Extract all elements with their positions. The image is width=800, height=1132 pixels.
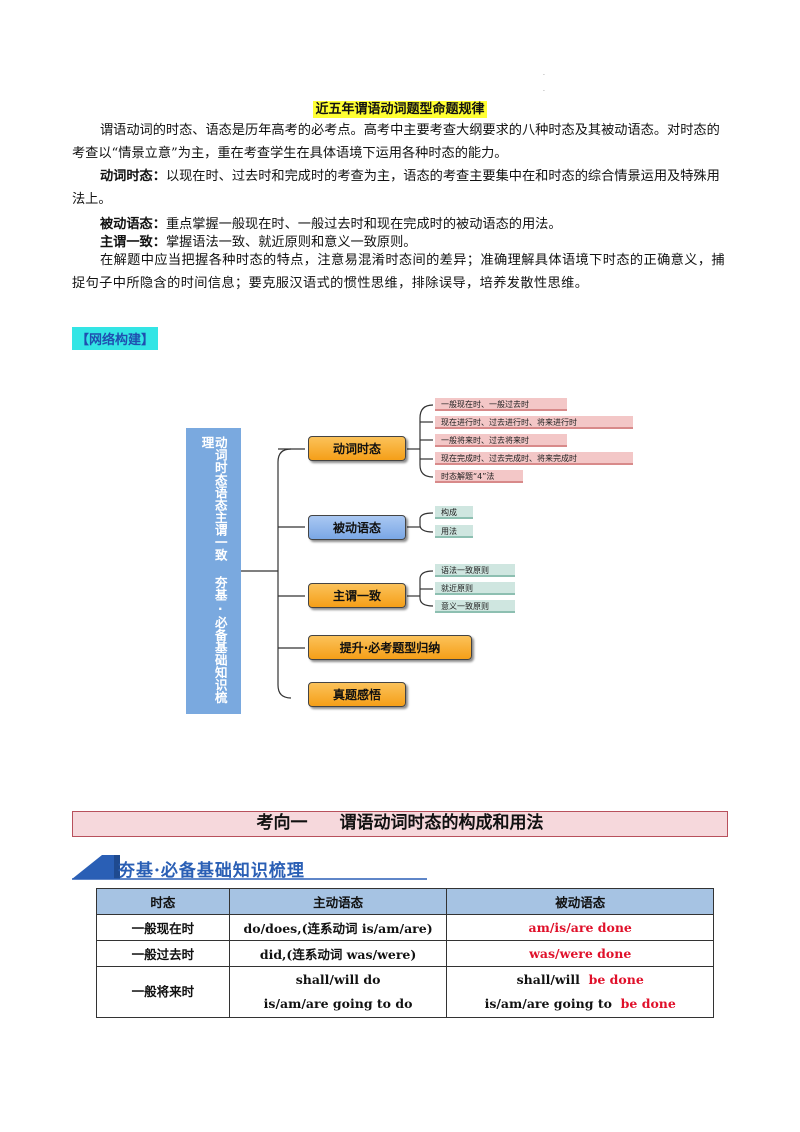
point-agreement: 主谓一致：掌握语法一致、就近原则和意义一致原则。	[100, 235, 417, 250]
subsection-banner-icon	[72, 855, 427, 880]
passive-ending: be done	[588, 972, 644, 987]
active-cell: did,(连系动词 was/were)	[228, 940, 448, 967]
point-label: 主谓一致	[100, 235, 153, 250]
point-text: 以现在时、过去时和完成时的考查为主，语态的考查主要集中在和时态的综合情景运用及特…	[72, 169, 720, 207]
table-row: 一般现在时 do/does,(连系动词 is/am/are) am/is/are…	[96, 914, 714, 941]
mindmap-node-practice: 提升·必考题型归纳	[308, 635, 472, 660]
mindmap-connectors	[241, 404, 434, 699]
mindmap-leaf: 用法	[435, 525, 473, 538]
active-cell: do/does,(连系动词 is/am/are)	[228, 914, 448, 941]
mindmap-leaf: 现在完成时、过去完成时、将来完成时	[435, 452, 633, 465]
passive-line: is/am/are going to be done	[447, 992, 713, 1016]
point-label: 被动语态	[100, 217, 153, 232]
header-mark: .	[543, 70, 545, 77]
tense-cell: 一般现在时	[96, 914, 230, 941]
point-text: 重点掌握一般现在时、一般过去时和现在完成时的被动语态的用法。	[165, 217, 562, 232]
point-text: 掌握语法一致、就近原则和意义一致原则。	[165, 235, 417, 250]
column-header: 被动语态	[446, 888, 714, 915]
active-cell: shall/will do is/am/are going to do	[228, 966, 448, 1018]
mindmap-leaf: 现在进行时、过去进行时、将来进行时	[435, 416, 633, 429]
mindmap-leaf: 一般将来时、过去将来时	[435, 434, 567, 447]
header-mark: .	[543, 86, 545, 93]
table-row: 一般将来时 shall/will do is/am/are going to d…	[96, 966, 714, 1018]
column-header: 主动语态	[228, 888, 448, 915]
passive-cell: was/were done	[446, 940, 714, 967]
mindmap-leaf: 时态解题“4”法	[435, 470, 523, 483]
active-line: shall/will do	[295, 972, 381, 987]
passive-line: shall/will be done	[447, 968, 713, 992]
mindmap-node-passive: 被动语态	[308, 515, 406, 540]
tense-cell: 一般过去时	[96, 940, 230, 967]
passive-ending: be done	[620, 996, 676, 1011]
title-text: 近五年谓语动词题型命题规律	[313, 101, 487, 118]
passive-cell: shall/will be done is/am/are going to be…	[446, 966, 714, 1018]
passive-cell: am/is/are done	[446, 914, 714, 941]
mindmap-leaf: 就近原则	[435, 582, 515, 595]
network-label: 【网络构建】	[72, 327, 159, 350]
advice-paragraph: 在解题中应当把握各种时态的特点，注意易混淆时态间的差异；准确理解具体语境下时态的…	[72, 253, 726, 291]
mindmap-leaf: 一般现在时、一般过去时	[435, 398, 567, 411]
point-passive: 被动语态：重点掌握一般现在时、一般过去时和现在完成时的被动语态的用法。	[100, 217, 562, 232]
passive-prefix: shall/will	[516, 972, 580, 987]
mindmap-leaf: 构成	[435, 506, 473, 519]
point-tense: 动词时态：以现在时、过去时和完成时的考查为主，语态的考查主要集中在和时态的综合情…	[72, 169, 720, 207]
tense-table: 时态 主动语态 被动语态 一般现在时 do/does,(连系动词 is/am/a…	[96, 888, 714, 1018]
mindmap-leaf: 语法一致原则	[435, 564, 515, 577]
mindmap-node-agreement: 主谓一致	[308, 583, 406, 608]
section-header: 考向一 谓语动词时态的构成和用法	[72, 811, 728, 837]
subsection-title: 夯基·必备基础知识梳理	[118, 861, 305, 881]
active-line: is/am/are going to do	[263, 996, 413, 1011]
tense-cell: 一般将来时	[96, 966, 230, 1018]
mindmap-root: 动词时态语态主谓一致 夯基·必备基础知识梳理	[186, 428, 241, 714]
section-label: 考向一	[256, 813, 308, 833]
page-title: 近五年谓语动词题型命题规律	[0, 98, 800, 118]
point-label: 动词时态	[100, 169, 153, 184]
mindmap-node-tense: 动词时态	[308, 436, 406, 461]
column-header: 时态	[96, 888, 230, 915]
table-row: 一般过去时 did,(连系动词 was/were) was/were done	[96, 940, 714, 967]
passive-prefix: is/am/are going to	[484, 996, 612, 1011]
mindmap-leaf: 意义一致原则	[435, 600, 515, 613]
section-title: 谓语动词时态的构成和用法	[339, 813, 544, 833]
intro-paragraph: 谓语动词的时态、语态是历年高考的必考点。高考中主要考查大纲要求的八种时态及其被动…	[72, 123, 720, 161]
mindmap-node-exam: 真题感悟	[308, 682, 406, 707]
table-header-row: 时态 主动语态 被动语态	[96, 888, 714, 915]
